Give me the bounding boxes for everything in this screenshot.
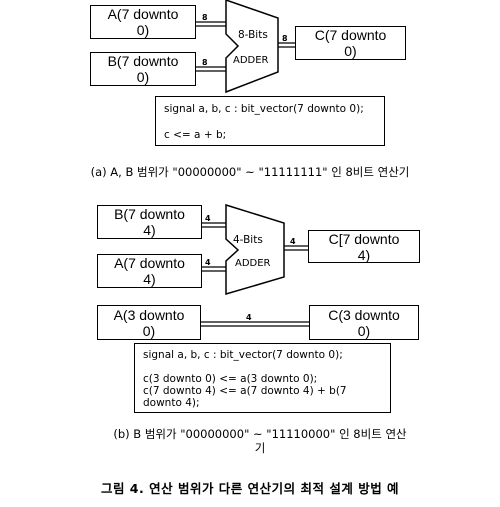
bus-width-c-high-label: 4 <box>290 237 296 246</box>
input-a-box: A(7 downto 0) <box>90 5 196 39</box>
bus-width-b-label: 8 <box>202 58 208 67</box>
output-c-high-box: C[7 downto 4) <box>308 230 420 263</box>
adder-a-diagram: 8 8 8 8-Bits ADDER <box>196 0 295 94</box>
adder-a-shape <box>225 0 279 94</box>
input-a-low-box: A(3 downto 0) <box>97 305 201 340</box>
code-block-b: signal a, b, c : bit_vector(7 downto 0);… <box>134 343 391 413</box>
output-c-low-box: C(3 downto 0) <box>309 305 419 340</box>
input-b-box: B(7 downto 0) <box>90 52 196 86</box>
bus-width-low-label: 4 <box>246 313 252 322</box>
input-a-high-box: A(7 downto 4) <box>97 254 202 288</box>
caption-a: (a) A, B 범위가 "00000000" ~ "11111111" 인 8… <box>90 165 410 179</box>
adder-b-shape <box>225 203 285 296</box>
figure-title: 그림 4. 연산 범위가 다른 연산기의 최적 설계 방법 예 <box>100 481 400 496</box>
adder-a-label: ADDER <box>233 55 269 66</box>
caption-b: (b) B 범위가 "00000000" ~ "11110000" 인 8비트 … <box>113 427 407 455</box>
code-block-a: signal a, b, c : bit_vector(7 downto 0);… <box>155 96 385 146</box>
input-b-high-box: B(7 downto 4) <box>97 205 202 239</box>
bus-width-a-high-label: 4 <box>205 258 211 267</box>
adder-b-bits: 4-Bits <box>233 234 263 246</box>
output-c-box: C(7 downto 0) <box>295 26 406 60</box>
bus-width-c-label: 8 <box>282 34 288 43</box>
adder-b-label: ADDER <box>235 258 271 269</box>
adder-b-diagram: 4 4 4 4 4-Bits ADDER <box>201 203 309 327</box>
bus-width-b-high-label: 4 <box>205 214 211 223</box>
adder-a-bits: 8-Bits <box>238 29 268 41</box>
bus-width-a-label: 8 <box>202 13 208 22</box>
